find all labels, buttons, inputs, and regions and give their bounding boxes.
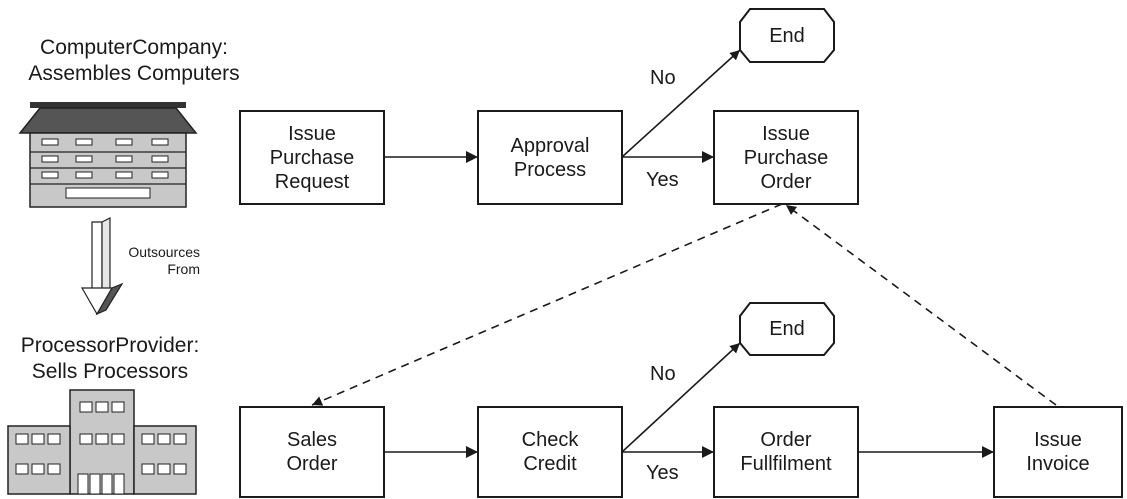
flow-approval-to-end — [621, 49, 741, 158]
message-purchase-order-to-sales-order — [311, 203, 783, 406]
outsources-label: Outsources From — [128, 244, 200, 277]
computer-company-name: ComputerCompany: — [40, 36, 228, 59]
computer-company-role: Assembles Computers — [28, 62, 240, 85]
computer-company-building-icon — [18, 102, 198, 208]
node-end-bottom-label: End — [769, 318, 805, 340]
node-issue-invoice-label: Issue Invoice — [1026, 429, 1090, 475]
node-issue-purchase-order-label: Issue Purchase Order — [743, 122, 829, 193]
node-approval-process-label: Approval Process — [510, 134, 590, 181]
outsources-arrow — [80, 217, 124, 316]
edge-approval-no-label: No — [650, 67, 676, 89]
node-approval-process — [477, 110, 623, 205]
edge-credit-yes-label: Yes — [646, 462, 679, 484]
message-invoice-to-purchase-order — [785, 204, 1057, 406]
node-end-top-label: End — [769, 24, 805, 47]
processor-provider-name: ProcessorProvider: — [20, 334, 200, 357]
processor-provider-role: Sells Processors — [31, 360, 189, 383]
node-check-credit-label: Check Credit — [521, 429, 579, 475]
node-issue-invoice — [993, 406, 1123, 498]
node-sales-order — [239, 406, 385, 498]
edge-credit-no-label: No — [650, 363, 676, 385]
edge-approval-yes-label: Yes — [646, 169, 679, 191]
processor-provider-building-icon — [7, 389, 197, 495]
node-order-fulfilment — [713, 406, 859, 498]
node-sales-order-label: Sales Order — [286, 429, 338, 475]
node-issue-purchase-request — [239, 110, 385, 205]
flow-credit-to-end — [621, 342, 741, 453]
node-issue-purchase-request-label: Issue Purchase Request — [269, 122, 355, 193]
node-order-fulfilment-label: Order Fullfilment — [740, 429, 832, 475]
node-end-bottom — [739, 302, 835, 356]
node-end-top — [739, 8, 835, 63]
